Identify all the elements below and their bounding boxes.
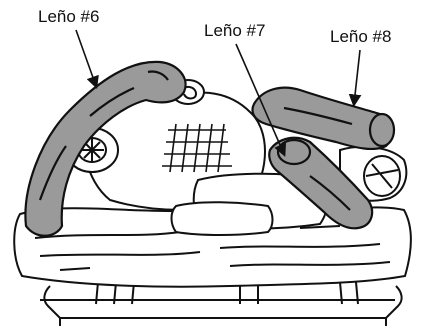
- leader-log-8: [354, 50, 360, 104]
- log-8: [253, 88, 395, 149]
- log-grate: [40, 282, 402, 326]
- leader-log-6: [76, 30, 96, 86]
- log-6-label: Leño #6: [38, 8, 99, 25]
- log-8-label: Leño #8: [330, 28, 391, 45]
- log-7-label: Leño #7: [204, 22, 265, 39]
